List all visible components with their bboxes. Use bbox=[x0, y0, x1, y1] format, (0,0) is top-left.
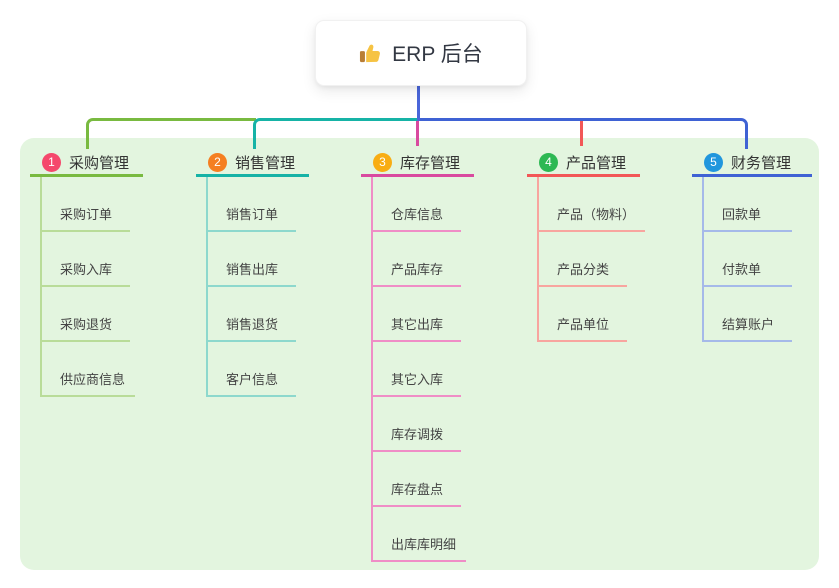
branch-title: 财务管理 bbox=[731, 154, 792, 172]
child-node[interactable]: 出库库明细 bbox=[373, 507, 467, 562]
child-node[interactable]: 采购订单 bbox=[42, 177, 130, 232]
branch-node-finance[interactable]: 5 财务管理 bbox=[692, 150, 812, 177]
branch-children: 回款单 付款单 结算账户 bbox=[702, 177, 792, 342]
branch-children: 销售订单 销售出库 销售退货 客户信息 bbox=[206, 177, 296, 397]
child-node[interactable]: 采购退货 bbox=[42, 287, 130, 342]
branch-purchase: 1 采购管理 采购订单 采购入库 采购退货 供应商信息 bbox=[30, 150, 143, 397]
child-node[interactable]: 其它出库 bbox=[373, 287, 461, 342]
branch-node-inventory[interactable]: 3 库存管理 bbox=[361, 150, 474, 177]
connector-branch1 bbox=[86, 118, 256, 149]
root-connector-line bbox=[417, 84, 420, 121]
connector-branch4 bbox=[580, 121, 583, 146]
child-node[interactable]: 产品库存 bbox=[373, 232, 461, 287]
branch-title: 采购管理 bbox=[69, 154, 130, 172]
child-node[interactable]: 库存调拨 bbox=[373, 397, 461, 452]
root-node-label: ERP 后台 bbox=[392, 43, 483, 66]
branch-children: 仓库信息 产品库存 其它出库 其它入库 库存调拨 库存盘点 出库库明细 bbox=[371, 177, 467, 562]
child-node[interactable]: 付款单 bbox=[704, 232, 792, 287]
child-node[interactable]: 销售出库 bbox=[208, 232, 296, 287]
branch-finance: 5 财务管理 回款单 付款单 结算账户 bbox=[692, 150, 812, 342]
child-node[interactable]: 客户信息 bbox=[208, 342, 296, 397]
child-node[interactable]: 回款单 bbox=[704, 177, 792, 232]
branch-title: 库存管理 bbox=[400, 154, 461, 172]
child-node[interactable]: 销售退货 bbox=[208, 287, 296, 342]
child-node[interactable]: 库存盘点 bbox=[373, 452, 461, 507]
branch-sales: 2 销售管理 销售订单 销售出库 销售退货 客户信息 bbox=[196, 150, 309, 397]
branch-number-icon: 5 bbox=[704, 152, 723, 172]
child-node[interactable]: 产品单位 bbox=[539, 287, 627, 342]
branch-node-purchase[interactable]: 1 采购管理 bbox=[30, 150, 143, 177]
branch-inventory: 3 库存管理 仓库信息 产品库存 其它出库 其它入库 库存调拨 库存盘点 出库库… bbox=[361, 150, 474, 562]
connector-branch3 bbox=[416, 121, 419, 146]
child-node[interactable]: 采购入库 bbox=[42, 232, 130, 287]
connector-branch5 bbox=[418, 118, 748, 149]
branch-node-sales[interactable]: 2 销售管理 bbox=[196, 150, 309, 177]
child-node[interactable]: 仓库信息 bbox=[373, 177, 461, 232]
branch-number-icon: 2 bbox=[208, 152, 227, 172]
child-node[interactable]: 其它入库 bbox=[373, 342, 461, 397]
thumbs-up-icon bbox=[359, 42, 382, 65]
child-node[interactable]: 结算账户 bbox=[704, 287, 792, 342]
child-node[interactable]: 产品（物料） bbox=[539, 177, 646, 232]
mindmap-canvas-panel bbox=[20, 138, 819, 570]
branch-number-icon: 3 bbox=[373, 152, 392, 172]
branch-title: 产品管理 bbox=[566, 154, 627, 172]
root-node[interactable]: ERP 后台 bbox=[315, 20, 527, 86]
branch-number-icon: 1 bbox=[42, 152, 61, 172]
branch-title: 销售管理 bbox=[235, 154, 296, 172]
branch-children: 采购订单 采购入库 采购退货 供应商信息 bbox=[40, 177, 136, 397]
child-node[interactable]: 供应商信息 bbox=[42, 342, 136, 397]
branch-product: 4 产品管理 产品（物料） 产品分类 产品单位 bbox=[527, 150, 646, 342]
child-node[interactable]: 产品分类 bbox=[539, 232, 627, 287]
branch-node-product[interactable]: 4 产品管理 bbox=[527, 150, 640, 177]
branch-children: 产品（物料） 产品分类 产品单位 bbox=[537, 177, 646, 342]
child-node[interactable]: 销售订单 bbox=[208, 177, 296, 232]
connector-branch2 bbox=[253, 118, 421, 149]
branch-number-icon: 4 bbox=[539, 152, 558, 172]
